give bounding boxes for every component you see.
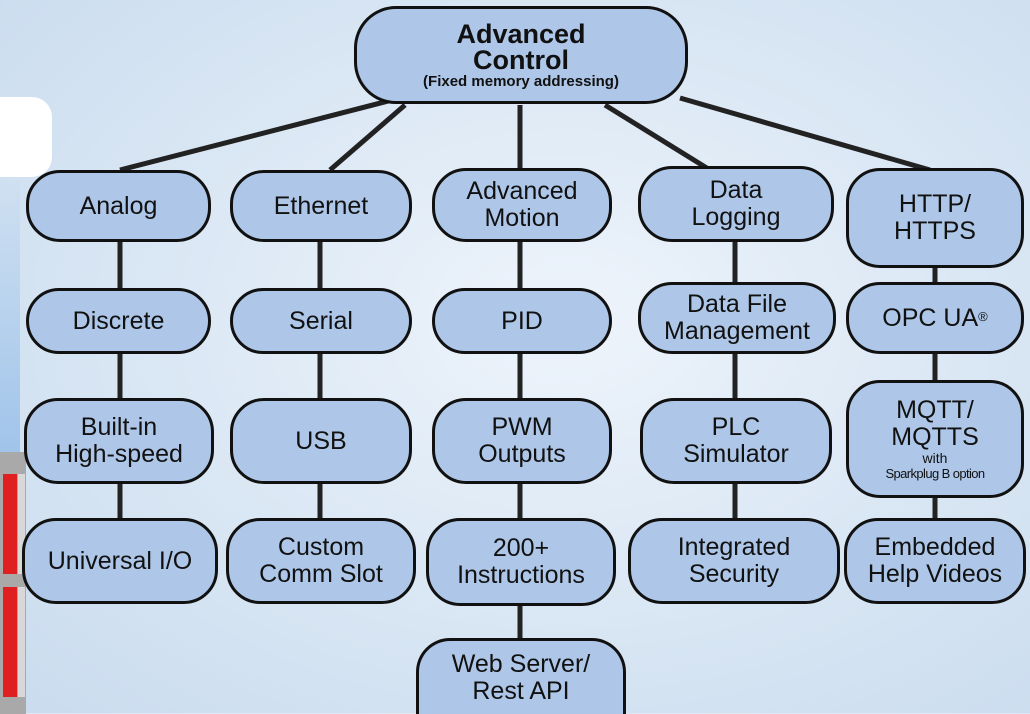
node-label: Universal I/O <box>47 546 193 575</box>
node-label: Instructions <box>457 561 585 589</box>
node-label: Comm Slot <box>259 560 383 588</box>
node-built-in-high-speed[interactable]: Built-in High-speed <box>24 398 214 484</box>
node-integrated-security[interactable]: Integrated Security <box>628 518 840 604</box>
node-label: Outputs <box>478 440 566 468</box>
node-label: Simulator <box>683 440 789 468</box>
node-label: Custom <box>277 533 365 561</box>
node-label: Security <box>688 560 780 588</box>
node-label: MQTTS <box>891 423 979 451</box>
node-label: PID <box>501 306 543 335</box>
node-200-instructions[interactable]: 200+ Instructions <box>426 518 616 606</box>
opc-ua-text: OPC UA <box>882 303 979 332</box>
node-opc-ua[interactable]: OPC UA® <box>846 282 1024 354</box>
left-white-panel <box>0 97 52 177</box>
node-label: 200+ <box>492 534 550 562</box>
node-usb[interactable]: USB <box>230 398 412 484</box>
node-label: Analog <box>79 191 158 220</box>
node-label: MQTT/ <box>896 396 974 424</box>
node-label: OPC UA® <box>882 303 988 332</box>
plc-device-image <box>0 452 26 714</box>
node-data-file-management[interactable]: Data File Management <box>638 282 836 354</box>
node-label: Discrete <box>72 306 165 335</box>
node-label: Data File <box>686 290 788 318</box>
node-label: Built-in <box>80 413 158 441</box>
node-plc-simulator[interactable]: PLC Simulator <box>640 398 832 484</box>
node-label: Data <box>709 176 763 204</box>
node-label: HTTPS <box>894 217 976 245</box>
node-label-sparkplug: Sparkplug B option <box>885 466 985 481</box>
node-discrete[interactable]: Discrete <box>26 288 211 354</box>
node-embedded-help-videos[interactable]: Embedded Help Videos <box>844 518 1026 604</box>
node-label: HTTP/ <box>898 190 972 218</box>
root-node-advanced-control[interactable]: Advanced Control (Fixed memory addressin… <box>354 6 688 104</box>
node-label: PLC <box>711 413 761 441</box>
node-label: Management <box>664 317 810 345</box>
node-label: Web Server/ <box>451 649 591 678</box>
root-subtitle: (Fixed memory addressing) <box>423 72 619 90</box>
node-label: Embedded <box>874 533 996 561</box>
node-label: Logging <box>691 203 781 231</box>
node-ethernet[interactable]: Ethernet <box>230 170 412 242</box>
registered-mark: ® <box>978 308 988 324</box>
node-pwm-outputs[interactable]: PWM Outputs <box>432 398 612 484</box>
node-label: Integrated <box>677 533 791 561</box>
node-label: Motion <box>484 204 560 232</box>
node-label: Serial <box>289 306 353 335</box>
node-label-with: with <box>922 450 948 466</box>
node-label: Help Videos <box>867 560 1003 588</box>
root-title-line1: Advanced <box>456 18 586 49</box>
root-title-line2: Control <box>473 44 569 75</box>
node-label: Rest API <box>472 676 570 705</box>
node-universal-io[interactable]: Universal I/O <box>22 518 218 604</box>
node-label: PWM <box>491 413 553 441</box>
node-data-logging[interactable]: Data Logging <box>638 166 834 242</box>
node-web-server-rest-api[interactable]: Web Server/ Rest API <box>416 638 626 714</box>
node-label: Advanced <box>466 177 578 205</box>
node-advanced-motion[interactable]: Advanced Motion <box>432 168 612 242</box>
node-http-https[interactable]: HTTP/ HTTPS <box>846 168 1024 268</box>
node-custom-comm-slot[interactable]: Custom Comm Slot <box>226 518 416 604</box>
left-gradient-strip <box>0 180 20 460</box>
node-label: High-speed <box>55 440 183 468</box>
node-label: USB <box>295 426 347 455</box>
node-serial[interactable]: Serial <box>230 288 412 354</box>
node-pid[interactable]: PID <box>432 288 612 354</box>
node-mqtt-mqtts[interactable]: MQTT/ MQTTS with Sparkplug B option <box>846 380 1024 498</box>
node-analog[interactable]: Analog <box>26 170 211 242</box>
node-label: Ethernet <box>273 191 369 220</box>
